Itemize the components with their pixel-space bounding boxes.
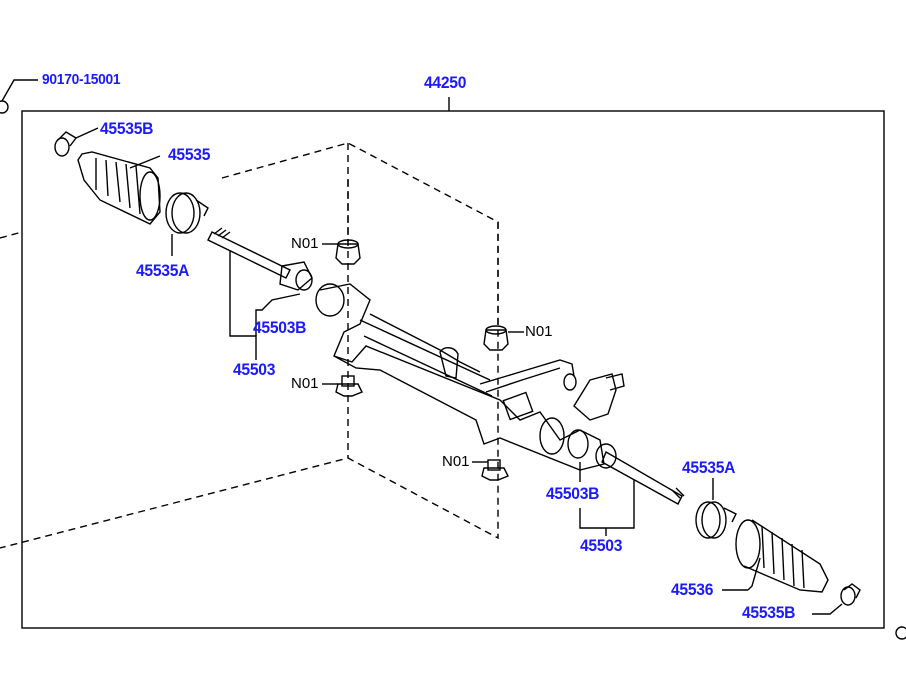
bushing-icon xyxy=(322,239,361,265)
assembly-frame xyxy=(21,110,885,629)
bracket-45503-right xyxy=(579,480,635,529)
bracket-45503-left xyxy=(229,250,257,348)
bushing-icon xyxy=(472,459,509,481)
part-link-45535B-right[interactable]: 45535B xyxy=(742,603,796,622)
part-link-90170-15001[interactable]: 90170-15001 xyxy=(42,71,121,88)
boot-icon xyxy=(77,151,161,225)
rack-housing-icon xyxy=(315,283,625,471)
part-link-45535B-left[interactable]: 45535B xyxy=(100,119,154,138)
band-clamp-icon xyxy=(695,478,737,539)
nut-icon xyxy=(895,626,906,640)
bushing-icon xyxy=(483,325,524,351)
bushing-icon xyxy=(322,375,363,397)
tie-rod-icon xyxy=(207,227,313,291)
subassembly-dashed-outline xyxy=(0,142,499,549)
clamp-icon xyxy=(812,583,861,615)
non-service-label: N01 xyxy=(291,375,319,392)
leader-45503B-left xyxy=(255,293,301,336)
non-service-label: N01 xyxy=(442,453,470,470)
part-link-45535A-right[interactable]: 45535A xyxy=(682,458,736,477)
clamp-icon xyxy=(54,127,99,157)
part-link-45503-left[interactable]: 45503 xyxy=(233,360,276,379)
boot-icon xyxy=(722,519,829,593)
non-service-label: N01 xyxy=(291,235,319,252)
part-link-45503B-left[interactable]: 45503B xyxy=(253,318,307,337)
band-clamp-icon xyxy=(165,192,209,256)
assembly-label-44250[interactable]: 44250 xyxy=(424,73,467,92)
part-link-45535[interactable]: 45535 xyxy=(168,145,211,164)
part-link-45536[interactable]: 45536 xyxy=(671,580,714,599)
part-link-45535A-left[interactable]: 45535A xyxy=(136,261,190,280)
nut-icon xyxy=(0,79,38,114)
non-service-label: N01 xyxy=(525,323,553,340)
part-link-45503-right[interactable]: 45503 xyxy=(580,536,623,555)
part-link-45503B-right[interactable]: 45503B xyxy=(546,484,600,503)
tie-rod-icon xyxy=(601,450,685,505)
